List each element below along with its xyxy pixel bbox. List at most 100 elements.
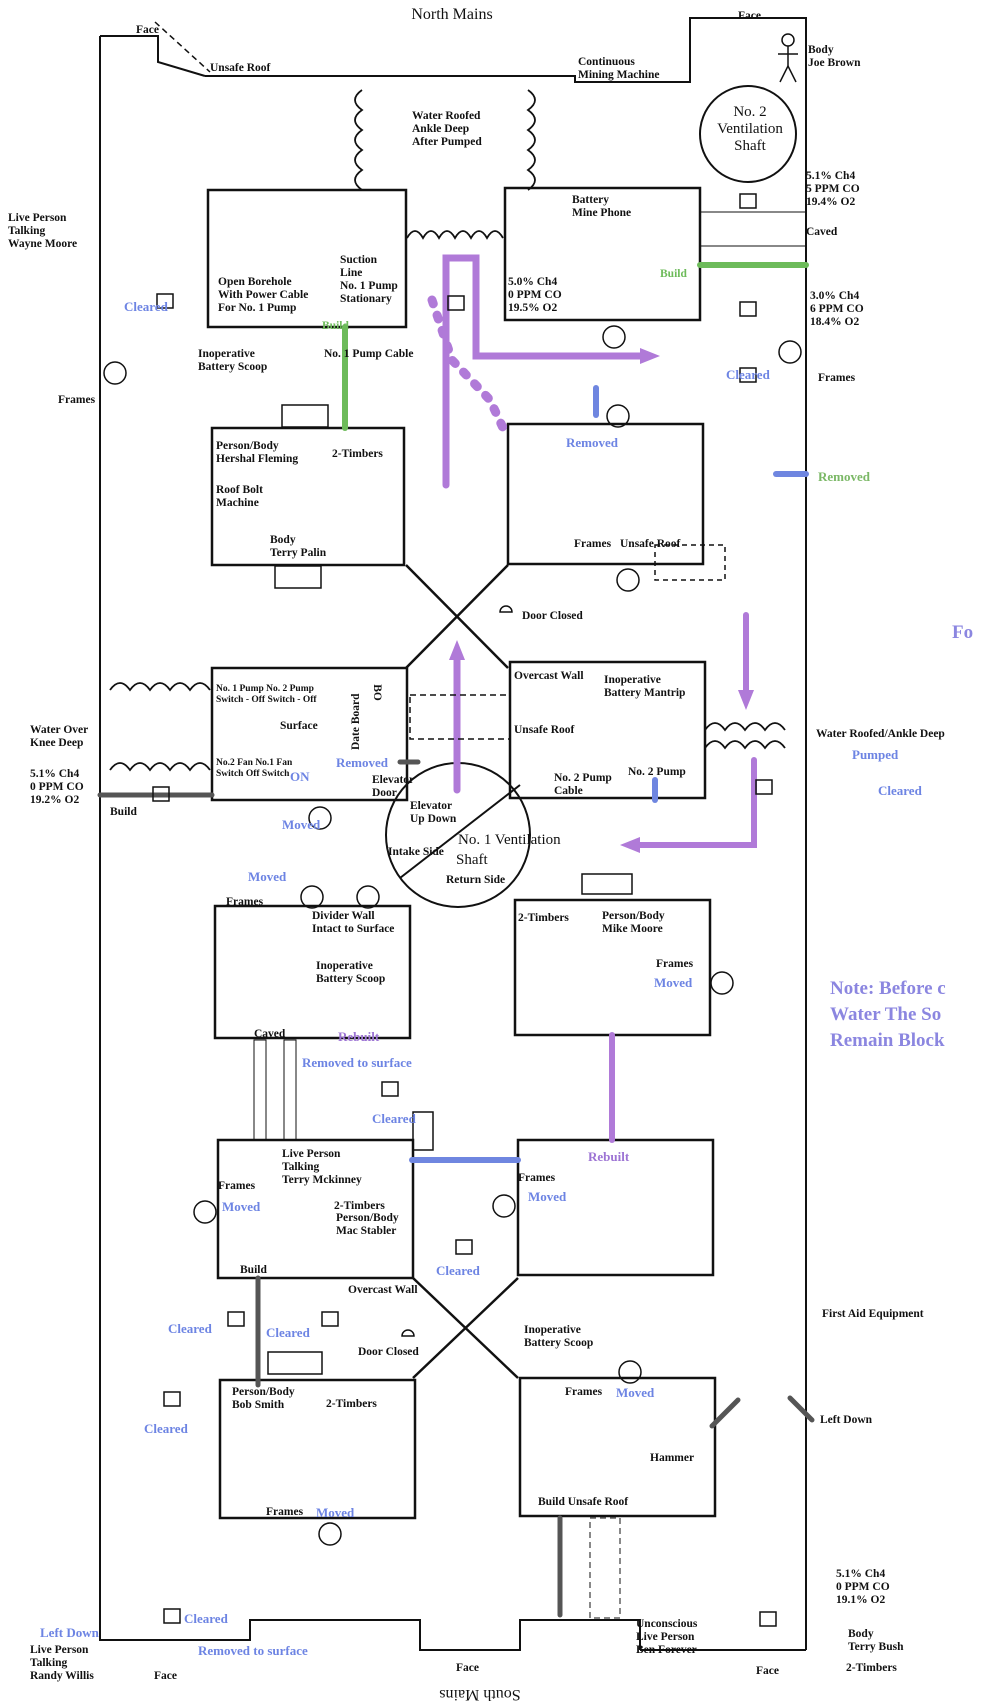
left-down-label: Left Down <box>820 1414 873 1426</box>
date-board-label: Date Board <box>350 693 362 750</box>
frames-label-9: Frames <box>266 1506 304 1518</box>
unsafe-roof-label-2: Unsafe Roof <box>620 538 681 550</box>
build-label-2: Build <box>240 1264 267 1276</box>
frames-label-4: Frames <box>226 896 264 908</box>
markers <box>103 21 802 1627</box>
no1-shaft-label-2: Shaft <box>456 852 488 868</box>
door-closed-label: Door Closed <box>522 610 583 622</box>
no2-pump-label: No. 2 Pump <box>628 766 686 778</box>
unsafe-roof-label: Unsafe Roof <box>210 62 271 74</box>
pumped-label: Pumped <box>852 747 899 762</box>
return-side-label: Return Side <box>446 874 506 886</box>
overcast-label: Overcast Wall <box>514 670 584 682</box>
unsafe-roof-label-3: Unsafe Roof <box>514 724 575 736</box>
ventilation-shafts <box>385 85 797 908</box>
caved-label-2: Caved <box>254 1028 286 1040</box>
build-label-green-1: Build <box>660 268 687 280</box>
cleared-label-9: Cleared <box>184 1611 228 1626</box>
two-timbers-label-1: 2-Timbers <box>332 448 383 460</box>
door-closed-label-2: Door Closed <box>358 1346 419 1358</box>
first-aid-label: First Aid Equipment <box>822 1308 924 1320</box>
on-label: ON <box>290 769 310 784</box>
frames-label-7: Frames <box>518 1172 556 1184</box>
note-fo: Fo <box>952 622 974 643</box>
moved-label-7: Moved <box>316 1505 355 1520</box>
hammer-label: Hammer <box>650 1452 695 1464</box>
cleared-label-2: Cleared <box>726 367 770 382</box>
no1-shaft-label-1: No. 1 Ventilation <box>458 832 561 848</box>
moved-label-2: Moved <box>248 869 287 884</box>
removed-surface-label-1: Removed to surface <box>302 1055 412 1070</box>
note-line-3: Remain Block <box>830 1030 945 1051</box>
surface-label: Surface <box>280 720 318 732</box>
pump-cable-label: No. 1 Pump Cable <box>324 348 414 360</box>
two-timbers-label-5: 2-Timbers <box>846 1662 897 1674</box>
curtains <box>109 89 786 772</box>
frames-label-6: Frames <box>218 1180 256 1192</box>
south-mains-title: South Mains <box>439 1686 521 1703</box>
moved-label-5: Moved <box>528 1189 567 1204</box>
two-timbers-label-2: 2-Timbers <box>518 912 569 924</box>
face-label-s: Face <box>456 1662 479 1674</box>
note-line-2: Water The So <box>830 1004 942 1025</box>
frames-label-5: Frames <box>656 958 694 970</box>
cleared-label-4: Cleared <box>372 1111 416 1126</box>
moved-label-3: Moved <box>654 975 693 990</box>
north-mains-title: North Mains <box>411 6 493 23</box>
cleared-label-6: Cleared <box>168 1321 212 1336</box>
left-down-label-2: Left Down <box>40 1625 99 1640</box>
pillar-blocks <box>206 186 717 1520</box>
two-timbers-label-3: 2-Timbers <box>334 1200 385 1212</box>
build-label-west: Build <box>110 806 137 818</box>
rebuilt-label-2: Rebuilt <box>588 1149 630 1164</box>
face-label-ne: Face <box>738 10 761 22</box>
build-unsafe-label: Build Unsafe Roof <box>538 1496 629 1508</box>
removed-label-1: Removed <box>566 435 618 450</box>
cleared-label-3: Cleared <box>878 783 922 798</box>
two-timbers-label-4: 2-Timbers <box>326 1398 377 1410</box>
frames-label-ne: Frames <box>818 372 856 384</box>
frames-label-8: Frames <box>565 1386 603 1398</box>
cleared-label-7: Cleared <box>266 1325 310 1340</box>
moved-label-4: Moved <box>222 1199 261 1214</box>
removed-surface-label-2: Removed to surface <box>198 1643 308 1658</box>
mine-outline <box>99 17 807 1651</box>
note-line-1: Note: Before c <box>830 978 946 999</box>
overcast-label-2: Overcast Wall <box>348 1284 418 1296</box>
caved-label: Caved <box>806 226 838 238</box>
bo-label: BO <box>370 684 383 701</box>
cleared-label-8: Cleared <box>144 1421 188 1436</box>
caved-hatching <box>253 211 807 1619</box>
frames-label-mid: Frames <box>574 538 612 550</box>
cleared-label-1: Cleared <box>124 299 168 314</box>
face-label-se: Face <box>756 1665 779 1677</box>
moved-label-6: Moved <box>616 1385 655 1400</box>
moved-label-1: Moved <box>282 817 321 832</box>
